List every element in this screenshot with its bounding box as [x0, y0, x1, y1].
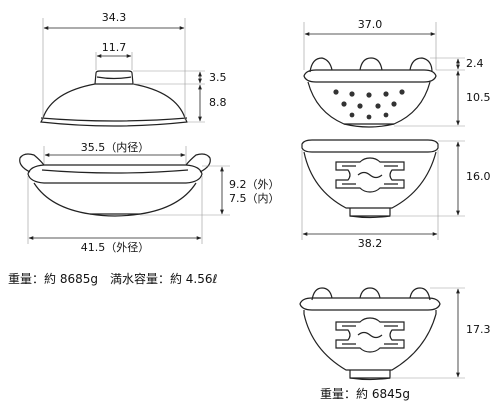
pot-outer-width-label: 41.5（外径）: [81, 241, 150, 254]
steamer-dimensions: 37.0 2.4 10.5: [303, 18, 491, 127]
stacked-ornament: [335, 317, 405, 353]
stand-weight-note: 重量：約 6845g: [320, 386, 410, 401]
lid-dimensions: 34.3 11.7 3.5 8.8: [42, 11, 227, 123]
lid-knob-width-label: 11.7: [102, 41, 127, 54]
set-weight-note: 重量：約 8685g 満水容量：約 4.56ℓ: [8, 271, 218, 286]
stacked-dimensions: 17.3: [390, 287, 491, 379]
steamer-height-label: 10.5: [466, 91, 491, 104]
steamer-holes: [333, 89, 405, 120]
lid-drawing: [40, 70, 188, 127]
lid-knob-height-label: 3.5: [209, 71, 227, 84]
pot-dimensions: 35.5（内径） 41.5（外径） 9.2（外） 7.5（内）: [27, 140, 280, 254]
stacked-height-label: 17.3: [466, 323, 491, 336]
stand-dimensions: 16.0 38.2: [301, 140, 491, 250]
lid-width-label: 34.3: [102, 11, 127, 24]
pot-drawing: [19, 153, 211, 217]
steamer-lip-height-label: 2.4: [466, 57, 484, 70]
pot-inner-width-label: 35.5（内径）: [81, 140, 150, 154]
stacked-drawing: [299, 287, 441, 381]
lid-height-label: 8.8: [209, 96, 227, 109]
stand-width-label: 38.2: [358, 237, 383, 250]
pot-height-outer-label: 9.2（外）: [229, 178, 280, 191]
steamer-top-width-label: 37.0: [358, 18, 383, 31]
stand-drawing: [301, 139, 439, 219]
stand-height-label: 16.0: [466, 170, 491, 183]
steamer-drawing: [303, 57, 437, 128]
stand-ornament: [335, 157, 405, 193]
pot-height-inner-label: 7.5（内）: [229, 191, 280, 205]
